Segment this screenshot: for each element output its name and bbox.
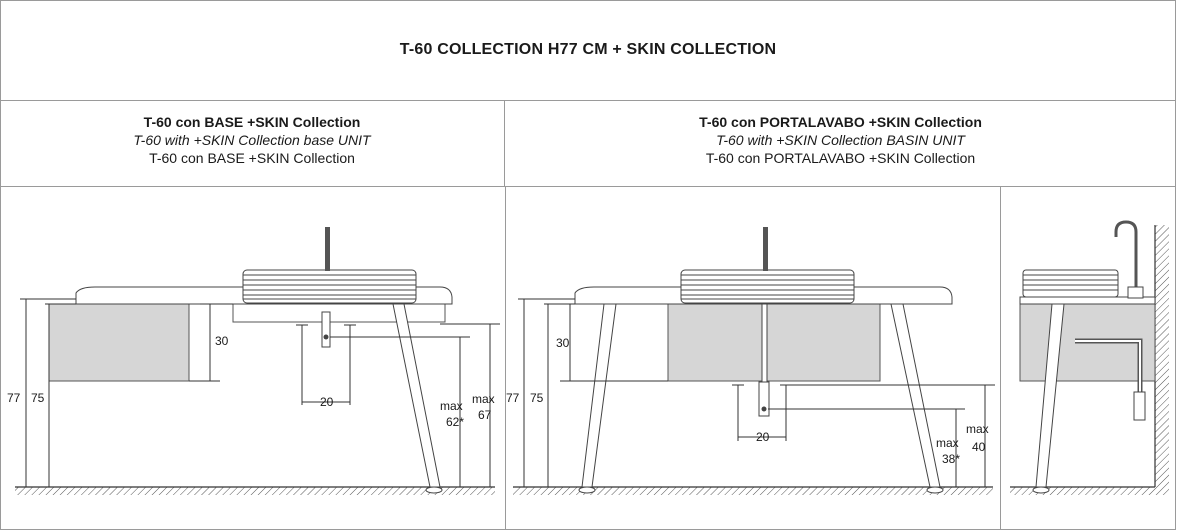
- right-vessel: [680, 269, 855, 304]
- right-leg-back: [890, 303, 941, 488]
- page-title: T-60 COLLECTION H77 CM + SKIN COLLECTION: [399, 41, 777, 58]
- right-drain: [758, 303, 770, 417]
- left-basin-box: [232, 303, 446, 323]
- technical-drawing: 77 75 30 20 max 62* max 67: [7, 220, 1169, 495]
- right-dimension-lines: [518, 298, 995, 487]
- left-title-bold: T-60 con BASE +SKIN Collection: [143, 114, 361, 130]
- right-dim-75: 75: [530, 391, 544, 405]
- left-floor: [15, 486, 495, 495]
- side-view-divider: [1000, 187, 1001, 530]
- right-leg-back-foot: [926, 486, 944, 494]
- right-floor: [513, 486, 993, 495]
- right-dim-max2-a: max: [966, 422, 989, 436]
- left-dim-max1-a: max: [440, 399, 463, 413]
- right-dim-max1-a: max: [936, 436, 959, 450]
- left-title-regular: T-60 con BASE +SKIN Collection: [149, 150, 355, 166]
- panel-divider: [505, 187, 506, 530]
- left-dim-max1-b: 62*: [446, 415, 464, 429]
- right-basin-unit: [667, 303, 881, 382]
- side-view: [1010, 220, 1169, 495]
- right-dim-max2-b: 40: [972, 440, 986, 454]
- right-title-bold: T-60 con PORTALAVABO +SKIN Collection: [699, 114, 982, 130]
- right-panel-header: T-60 con PORTALAVABO +SKIN Collection T-…: [505, 101, 1176, 187]
- right-leg-front: [581, 303, 617, 488]
- right-leg-front-foot: [578, 486, 596, 494]
- left-dim-77: 77: [7, 391, 21, 405]
- left-dim-75: 75: [31, 391, 45, 405]
- left-drain: [321, 311, 331, 348]
- title-band: T-60 COLLECTION H77 CM + SKIN COLLECTION: [0, 0, 1176, 101]
- left-panel-header: T-60 con BASE +SKIN Collection T-60 with…: [0, 101, 505, 187]
- right-title-italic: T-60 with +SKIN Collection BASIN UNIT: [716, 132, 965, 148]
- right-title-regular: T-60 con PORTALAVABO +SKIN Collection: [705, 150, 976, 166]
- left-dim-max2-b: 67: [478, 408, 492, 422]
- left-dimension-lines: [20, 298, 500, 487]
- left-leg-foot: [425, 486, 443, 494]
- right-dim-30: 30: [556, 336, 570, 350]
- right-dim-77: 77: [506, 391, 520, 405]
- left-leg: [392, 303, 441, 488]
- left-vessel: [242, 269, 417, 304]
- left-title-italic: T-60 with +SKIN Collection base UNIT: [133, 132, 371, 148]
- right-dim-max1-b: 38*: [942, 452, 960, 466]
- left-base-cabinet: [48, 303, 190, 382]
- right-faucet: [763, 227, 768, 271]
- left-dim-20: 20: [320, 395, 334, 409]
- left-faucet: [325, 227, 330, 271]
- right-dim-20: 20: [756, 430, 770, 444]
- left-dim-max2-a: max: [472, 392, 495, 406]
- left-dim-30: 30: [215, 334, 229, 348]
